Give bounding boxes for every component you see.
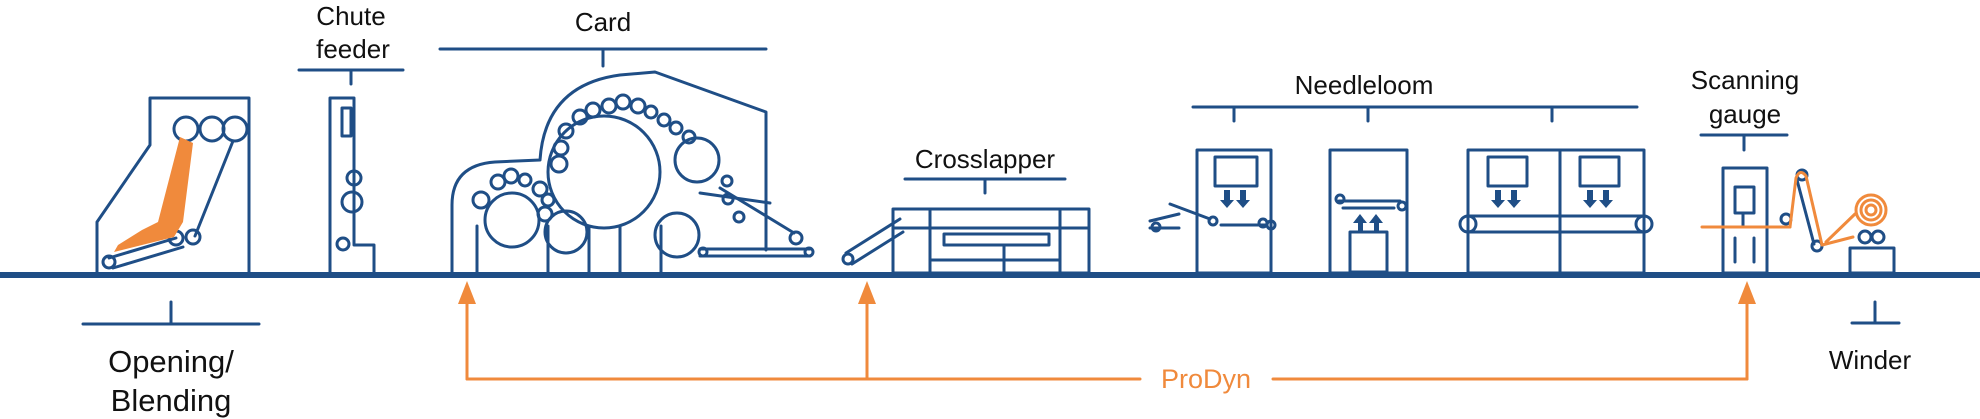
prodyn-arrow-crosslapper: [858, 281, 876, 304]
winder-bracket: [1850, 300, 1901, 325]
winder-group: Winder: [1829, 300, 1912, 375]
needleloom-unit-3-arrows: [1491, 190, 1613, 208]
chute-feeder-group: Chute feeder: [297, 1, 405, 86]
crosslapper-bracket: [903, 177, 1067, 195]
card-main-cylinder: [546, 114, 662, 230]
chute-label-line1: Chute: [316, 1, 385, 31]
prodyn-arrow-scanning: [1738, 281, 1756, 304]
crosslapper-group: Crosslapper: [903, 144, 1067, 195]
opening-fiber-fill: [114, 137, 193, 252]
needleloom-unit-3: [1458, 148, 1654, 275]
chute-feeder-machine: [328, 96, 376, 275]
opening-bracket: [81, 300, 261, 326]
scanning-label-line2: gauge: [1709, 99, 1781, 129]
needleloom-unit-1: [1148, 148, 1277, 275]
needleloom-unit-2-arrows: [1353, 214, 1383, 232]
scanning-gauge-group: Scanning gauge: [1691, 65, 1799, 152]
needleloom-group: Needleloom: [1191, 70, 1639, 123]
card-label: Card: [575, 7, 631, 37]
scanning-bracket: [1699, 133, 1789, 152]
chute-bracket: [297, 68, 405, 86]
opening-label-line2: Blending: [111, 383, 232, 418]
winder-machine: [1848, 229, 1896, 275]
prodyn-arrow-card: [458, 281, 476, 304]
card-machine: [450, 70, 815, 275]
prodyn-loop: [465, 293, 1749, 381]
needleloom-label: Needleloom: [1295, 70, 1434, 100]
opening-blending-group: Opening/ Blending: [81, 300, 261, 418]
opening-label-line1: Opening/: [108, 344, 234, 379]
card-group: Card: [438, 7, 768, 68]
crosslapper-machine: [841, 207, 1091, 275]
needleloom-unit-2: [1328, 148, 1409, 275]
scanning-web-line: [1700, 171, 1855, 247]
prodyn-label: ProDyn: [1161, 364, 1251, 394]
winder-roll: [1824, 193, 1888, 244]
chute-label-line2: feeder: [316, 34, 390, 64]
scanning-label-line1: Scanning: [1691, 65, 1799, 95]
needleloom-bracket: [1191, 105, 1639, 123]
card-bracket: [438, 47, 768, 68]
crosslapper-label: Crosslapper: [915, 144, 1056, 174]
needleloom-unit-1-arrows: [1220, 190, 1250, 208]
winder-label: Winder: [1829, 345, 1912, 375]
